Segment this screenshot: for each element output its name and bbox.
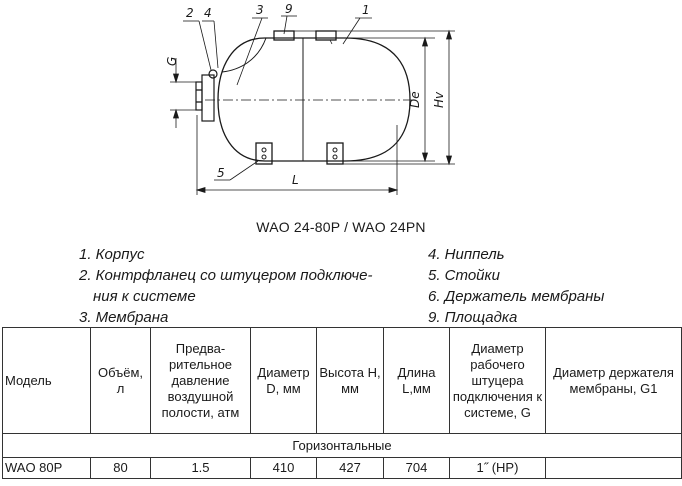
legend-item: 3. Мембрана	[79, 309, 169, 326]
legend-item: ния к системе	[93, 288, 196, 305]
table-cell: 427	[316, 457, 384, 479]
table-cell	[545, 457, 682, 479]
legend-item: 9. Площадка	[428, 309, 518, 326]
legend-item: 5. Стойки	[428, 267, 500, 284]
dim-l-label: L	[292, 173, 299, 187]
table-group-row: Горизонтальные	[2, 433, 682, 458]
col-header-volume: Объём, л	[90, 327, 151, 434]
parts-legend-right: 4. Ниппель 5. Стойки 6. Держатель мембра…	[428, 244, 604, 328]
callout-5: 5	[217, 166, 225, 180]
table-cell: 1.5	[150, 457, 251, 479]
dim-hv-label: Hv	[432, 91, 446, 108]
callout-9: 9	[285, 2, 293, 16]
dim-g-label: G	[165, 57, 179, 66]
col-header-length: Длина L,мм	[383, 327, 450, 434]
table-cell: WAO 80P	[2, 457, 91, 479]
callout-2: 2	[186, 6, 194, 20]
table-header-row: Модель Объём, л Предва-ритель­ное давлен…	[2, 327, 682, 434]
parts-legend-left: 1. Корпус 2. Контрфланец со штуцером под…	[79, 244, 372, 328]
dim-de-label: De	[408, 91, 422, 108]
callout-1: 1	[362, 3, 370, 17]
col-header-height: Высота H, мм	[316, 327, 384, 434]
leg	[255, 142, 273, 165]
callout-3: 3	[256, 3, 264, 17]
col-header-pressure: Предва-ритель­ное давление воздушной пол…	[150, 327, 251, 434]
legend-item: 6. Держатель мембраны	[428, 288, 605, 305]
legend-item: 4. Ниппель	[428, 246, 505, 263]
table-cell: 410	[250, 457, 317, 479]
figure-caption: WAO 24-80P / WAO 24PN	[256, 219, 426, 235]
group-label: Горизонтальные	[2, 433, 682, 458]
table-cell: 704	[383, 457, 450, 479]
col-header-model: Модель	[2, 327, 91, 434]
table-cell: 1˝ (НР)	[449, 457, 546, 479]
leg	[326, 142, 344, 165]
tank-drawing: 2 4 3 9 1 5 G De Hv L	[165, 2, 455, 195]
legend-item: 2. Контрфланец со штуцером подключе-	[79, 267, 373, 284]
table-cell: 80	[90, 457, 151, 479]
tank-body	[217, 37, 411, 162]
col-header-holder: Диаметр держателя мембраны, G1	[545, 327, 682, 434]
col-header-connection: Диаметр рабочего штуцера подключения к с…	[449, 327, 546, 434]
specs-table: Модель Объём, л Предва-ритель­ное давлен…	[2, 327, 682, 479]
top-pad	[273, 30, 295, 41]
legend-item: 1. Корпус	[79, 246, 145, 263]
callout-4: 4	[204, 6, 212, 20]
table-row: WAO 80P 80 1.5 410 427 704 1˝ (НР)	[2, 457, 682, 479]
col-header-diameter: Диаметр D, мм	[250, 327, 317, 434]
